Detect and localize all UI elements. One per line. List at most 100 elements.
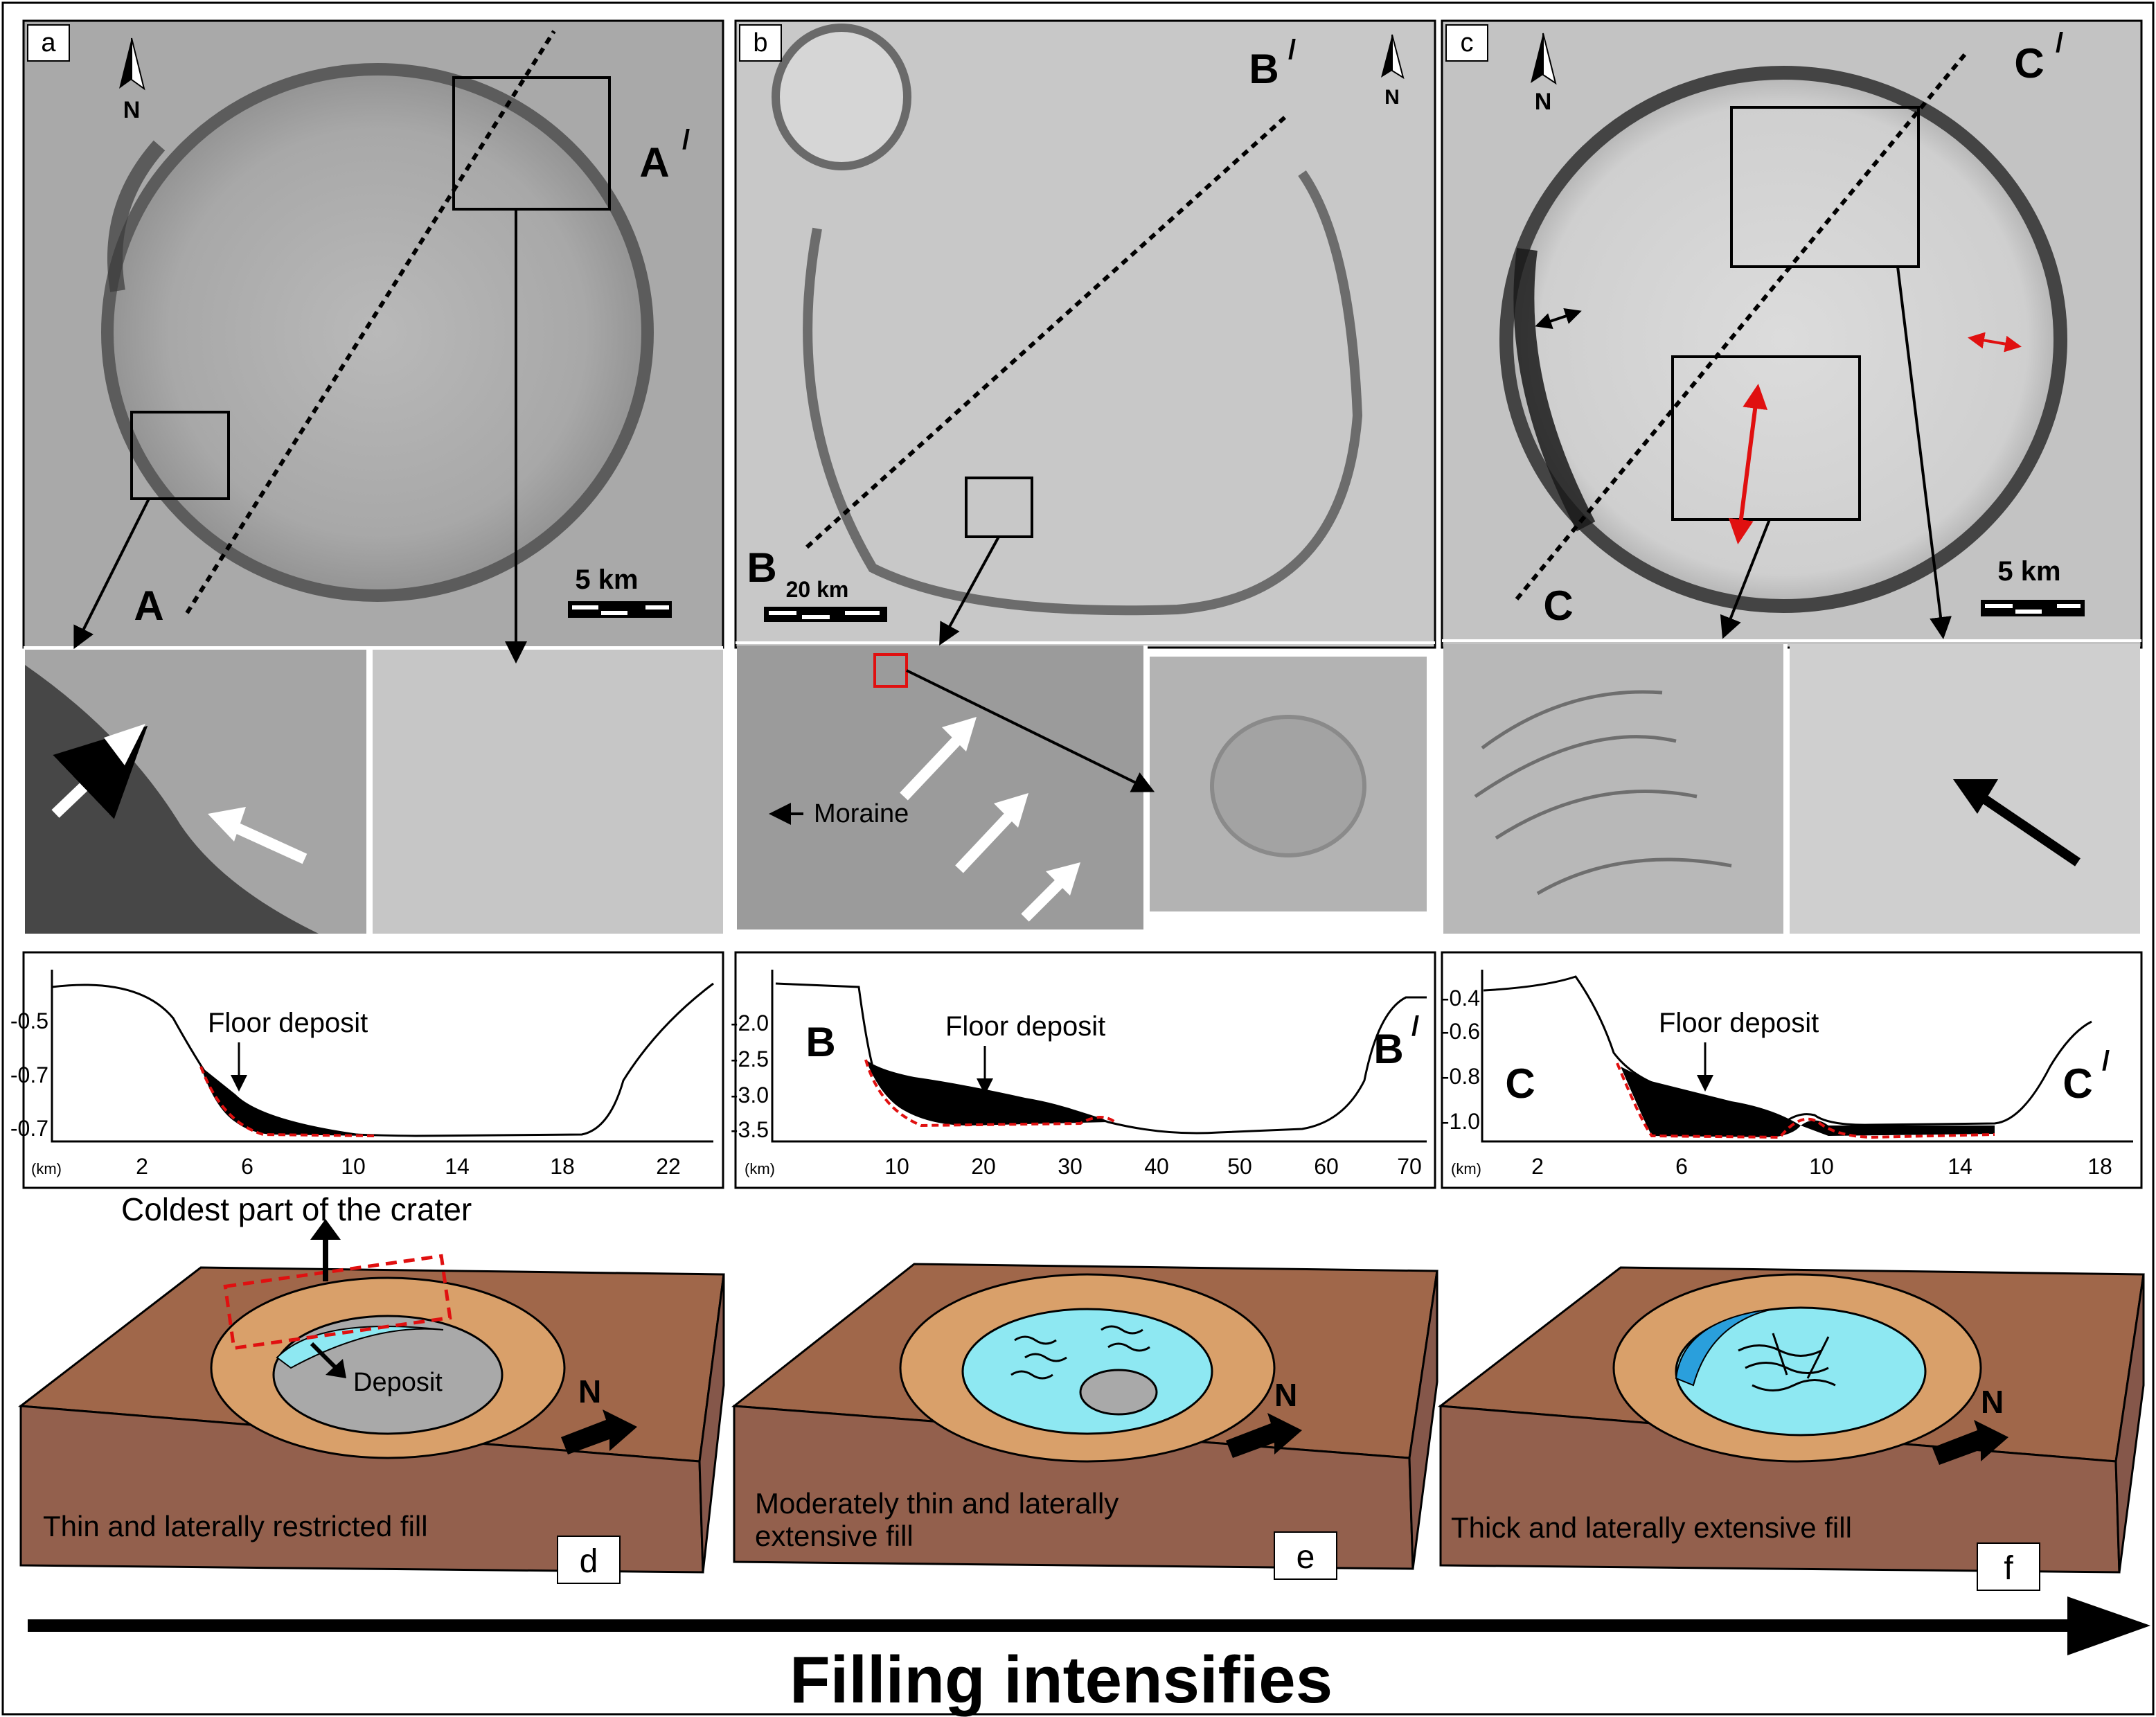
north-arrow-e-icon — [1226, 1413, 1302, 1458]
scale-bar-b — [764, 607, 887, 622]
model-e-floor — [1079, 1369, 1158, 1416]
profile-c-ytick-3: -1.0 — [1442, 1109, 1480, 1134]
label-c-end: C — [2014, 40, 2044, 87]
profile-b-ytick-3: -3.5 — [731, 1117, 769, 1142]
north-label-b: N — [1384, 86, 1400, 109]
label-a-end: A — [639, 139, 669, 186]
profile-c-xtick-1: 6 — [1675, 1154, 1688, 1179]
model-e-ice — [961, 1308, 1213, 1435]
profile-b-ytick-1: -2.5 — [731, 1047, 769, 1071]
profile-b-xticks: 10 20 30 40 50 60 70 — [884, 1154, 1422, 1179]
red-arrow-c2-icon — [1968, 332, 2022, 353]
profile-b-start-label: B — [805, 1019, 835, 1065]
coldest-label: Coldest part of the crater — [121, 1191, 472, 1227]
label-b-end: B — [1249, 46, 1279, 92]
model-d-north: N — [578, 1373, 601, 1409]
north-label-c: N — [1535, 89, 1552, 115]
profile-c-xtick-2: 10 — [1809, 1154, 1834, 1179]
leader-c1 — [1720, 519, 1771, 639]
profile-line-b — [805, 112, 1290, 549]
model-f-north: N — [1981, 1384, 2004, 1420]
profile-b-xtick-5: 60 — [1314, 1154, 1339, 1179]
white-arrow-b2-icon — [955, 806, 1019, 873]
model-f-letter: f — [2004, 1550, 2013, 1587]
profile-b-xtick-4: 50 — [1227, 1154, 1252, 1179]
inset-box-a1 — [130, 411, 230, 500]
scale-label-a: 5 km — [575, 564, 638, 595]
panel-b-letter: b — [753, 28, 767, 57]
trend-label: Filling intensifies — [790, 1643, 1333, 1717]
profile-a-ytick-1: -0.7 — [10, 1062, 48, 1087]
profile-a-line — [51, 982, 714, 1137]
profile-b-prime: / — [1411, 1011, 1419, 1042]
profile-b-ytick-0: -2.0 — [731, 1011, 769, 1035]
profile-a-ytick-0: -0.5 — [10, 1008, 48, 1033]
model-d: Coldest part of the crater Deposit N Thi… — [18, 1191, 725, 1584]
north-arrow-d-icon — [561, 1409, 637, 1454]
profile-c-xticks: 2 6 10 14 18 — [1531, 1154, 2112, 1179]
trend-arrow: Filling intensifies — [28, 1596, 2150, 1717]
profile-b-xtick-1: 20 — [971, 1154, 996, 1179]
trend-arrow-shaft — [28, 1619, 2071, 1632]
model-f-ice — [1675, 1306, 1927, 1436]
profile-c-start-label: C — [1505, 1060, 1535, 1107]
profile-c-unit: (km) — [1451, 1160, 1481, 1177]
inset-c1 — [1443, 644, 1785, 934]
profile-c-xtick-3: 14 — [1948, 1154, 1972, 1179]
profile-a-unit: (km) — [31, 1160, 62, 1177]
panel-c-letter: c — [1461, 28, 1474, 57]
profile-b-ytick-2: -3.0 — [731, 1083, 769, 1107]
profile-c-xtick-0: 2 — [1531, 1154, 1544, 1179]
model-e-north: N — [1274, 1377, 1297, 1413]
profile-a-xticks: 2 6 10 14 18 22 — [136, 1154, 681, 1179]
label-c-prime: / — [2056, 28, 2063, 58]
panel-a-letter: a — [41, 28, 56, 57]
leader-b2 — [906, 669, 1155, 792]
north-label-a: N — [123, 97, 141, 123]
profile-c-xtick-4: 18 — [2087, 1154, 2112, 1179]
inset-box-a2 — [452, 76, 611, 211]
inset-box-b — [965, 477, 1033, 538]
profile-a-frame — [22, 951, 724, 1189]
deposit-label: Deposit — [353, 1368, 443, 1397]
north-arrow-a-icon — [119, 38, 132, 89]
inset-a2 — [373, 650, 723, 934]
model-d-letter: d — [580, 1543, 598, 1580]
profile-b-xtick-0: 10 — [884, 1154, 909, 1179]
panel-a-letter-box — [27, 24, 70, 62]
crater-a — [101, 63, 654, 602]
north-arrow-f-icon — [1932, 1420, 2008, 1465]
model-d-caption: Thin and laterally restricted fill — [43, 1510, 428, 1542]
model-f-caption: Thick and laterally extensive fill — [1451, 1511, 1852, 1544]
profile-c-annotation: Floor deposit — [1659, 1008, 1819, 1038]
white-arrow-a2-icon — [226, 819, 308, 864]
profile-c-ytick-1: -0.6 — [1442, 1019, 1480, 1044]
label-c-start: C — [1543, 582, 1573, 629]
profile-b-line — [775, 982, 1427, 1135]
profile-b-xtick-2: 30 — [1058, 1154, 1083, 1179]
white-arrow-b1-icon — [900, 730, 967, 801]
inset-box-c2 — [1730, 106, 1920, 268]
moraine-label: Moraine — [814, 799, 909, 828]
profile-a-xtick-3: 14 — [445, 1154, 470, 1179]
label-a-start: A — [134, 582, 163, 629]
profile-a-ytick-2: -0.7 — [10, 1116, 48, 1141]
profile-c-line — [1483, 975, 2092, 1126]
north-arrow-b-icon — [1381, 35, 1392, 78]
label-a-prime: / — [682, 125, 690, 155]
model-e-letter: e — [1297, 1539, 1315, 1576]
profile-b-unit: (km) — [745, 1160, 775, 1177]
profile-b-annotation: Floor deposit — [945, 1011, 1105, 1042]
profile-c-ytick-0: -0.4 — [1442, 986, 1480, 1011]
profile-a-xtick-2: 10 — [341, 1154, 366, 1179]
profile-b-xtick-3: 40 — [1144, 1154, 1169, 1179]
profile-line-c — [1515, 51, 1969, 600]
profile-a-xtick-5: 22 — [656, 1154, 681, 1179]
panel-b: b N B B / 20 km Moraine — [734, 19, 1436, 929]
model-e-caption-2: extensive fill — [755, 1520, 914, 1552]
leader-b1 — [939, 536, 1000, 646]
scale-label-c: 5 km — [1997, 556, 2060, 587]
profile-c-prime: / — [2102, 1046, 2110, 1076]
